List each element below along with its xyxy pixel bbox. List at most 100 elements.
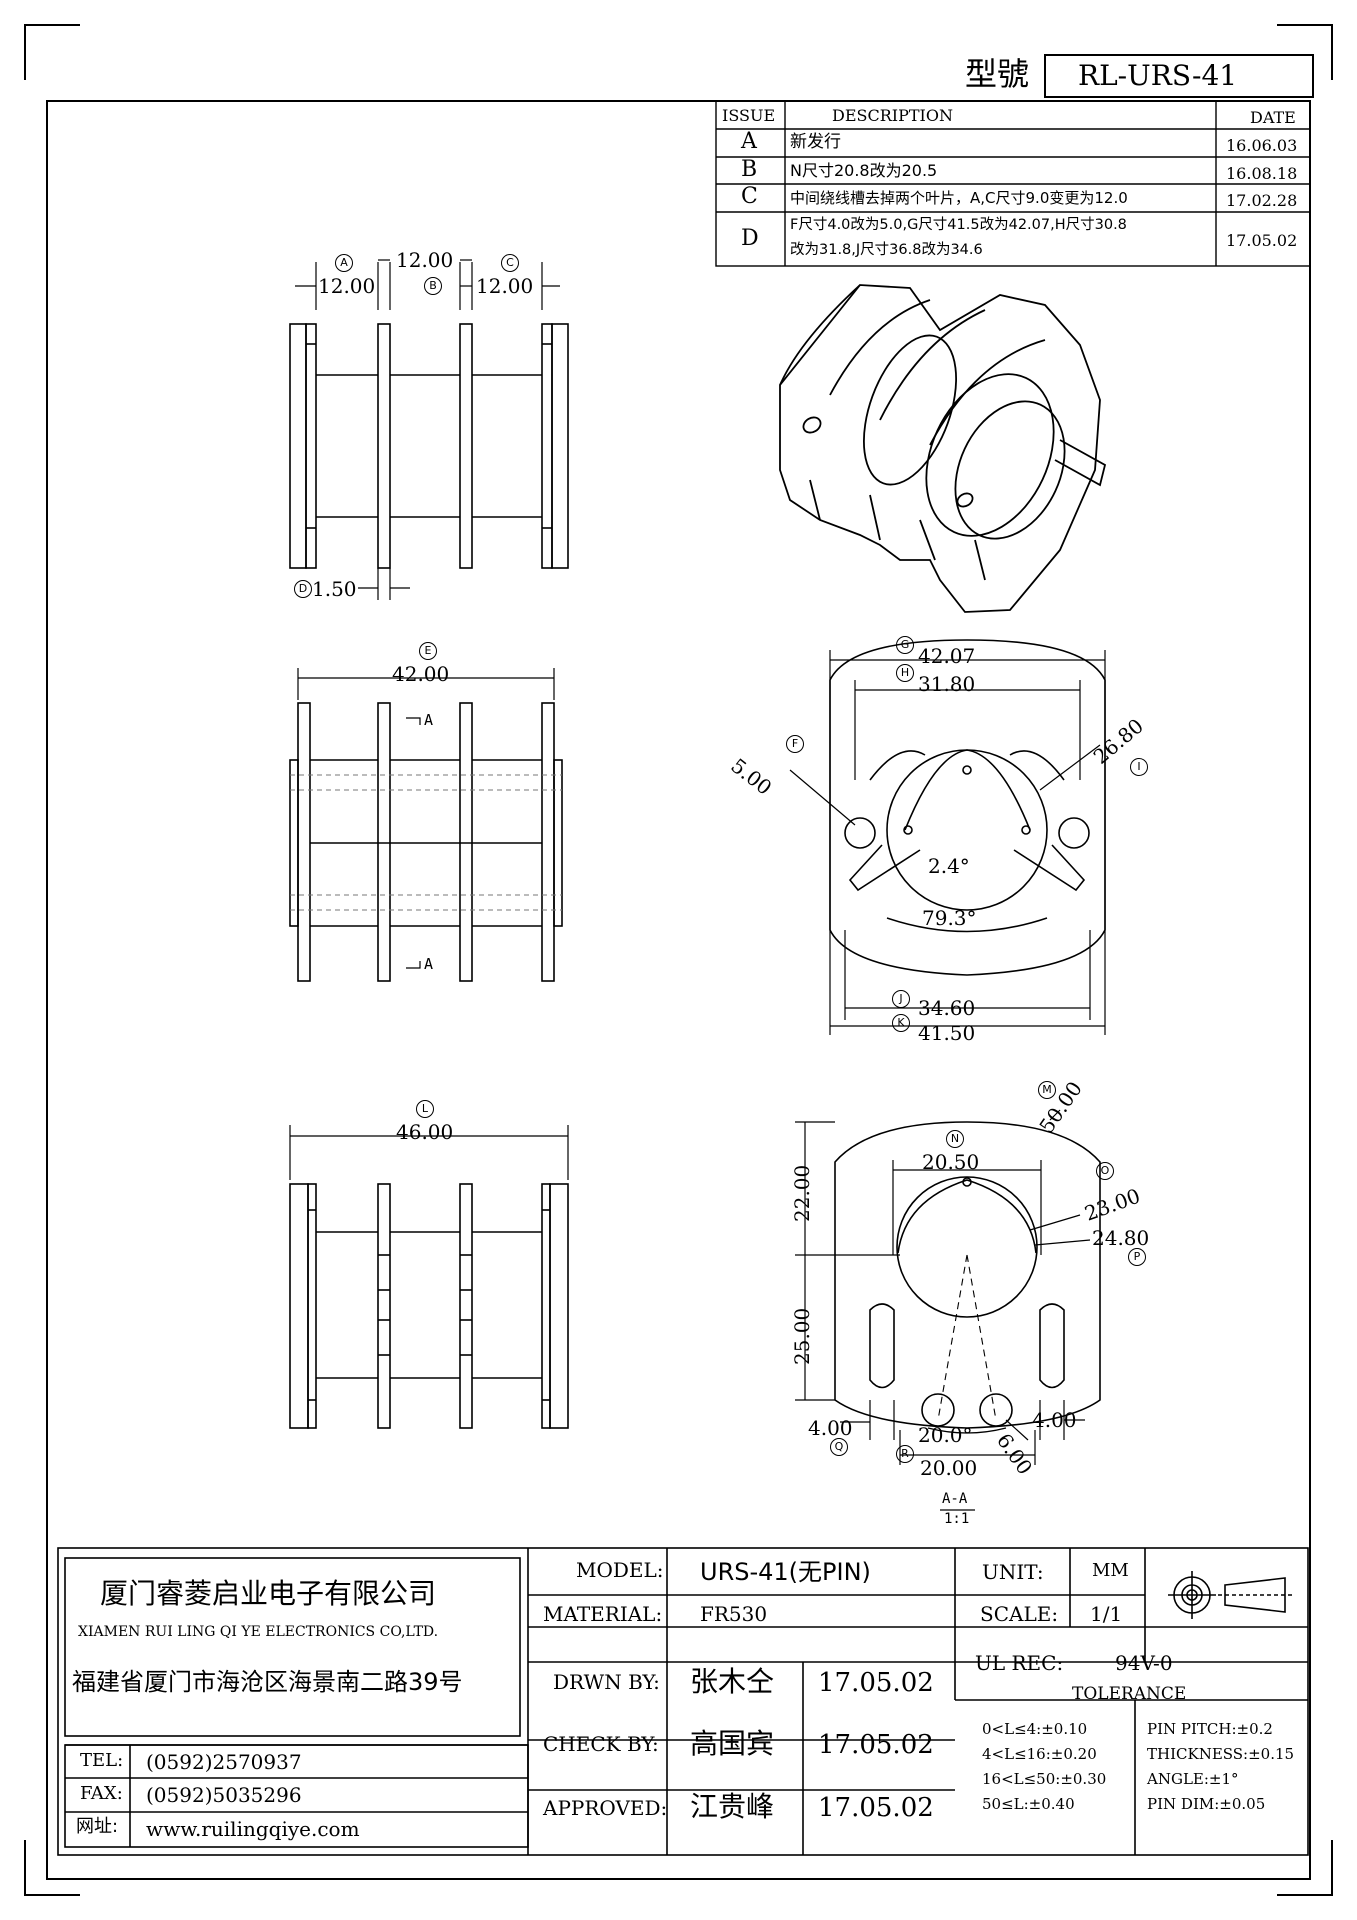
front-view-dims [789, 650, 1106, 1035]
fax-label: FAX: [80, 1783, 123, 1804]
angle-large: 79.3° [922, 906, 977, 930]
approved-by-name: 江贵峰 [690, 1790, 775, 1823]
balloon-d: D [294, 580, 312, 598]
rev-row-date: 16.06.03 [1226, 136, 1298, 155]
revision-table [715, 100, 1311, 267]
side-view-top-dims [295, 259, 560, 600]
dim-b: 12.00 [396, 248, 454, 272]
side-view-top [289, 323, 569, 569]
web-value: www.ruilingqiye.com [146, 1817, 360, 1841]
balloon-r: R [896, 1445, 914, 1463]
company-name-en: XIAMEN RUI LING QI YE ELECTRONICS CO,LTD… [78, 1624, 439, 1640]
corner-mark-tl [24, 24, 80, 80]
dim-p: 24.80 [1092, 1226, 1150, 1250]
scale-label: SCALE: [980, 1602, 1059, 1626]
dim-l: 46.00 [396, 1120, 454, 1144]
dim-j: 34.60 [918, 996, 976, 1020]
section-mark-bottom: A [424, 955, 434, 973]
approved-by-date: 17.05.02 [818, 1793, 934, 1823]
section-view [834, 1121, 1101, 1429]
check-by-label: CHECK BY: [543, 1732, 659, 1756]
balloon-c: C [501, 254, 519, 272]
balloon-q: Q [830, 1438, 848, 1456]
side-view-bottom-dims [289, 1125, 569, 1180]
scale-value: 1/1 [1090, 1602, 1123, 1626]
dim-d: 1.50 [312, 577, 357, 601]
isometric-view [779, 284, 1107, 613]
fax-value: (0592)5035296 [146, 1783, 302, 1807]
corner-mark-tr [1277, 24, 1333, 80]
rev-row-desc: 中间绕线槽去掉两个叶片，A,C尺寸9.0变更为12.0 [790, 189, 1128, 207]
dim-k: 41.50 [918, 1021, 976, 1045]
company-name-cn: 厦门睿菱启业电子有限公司 [100, 1577, 437, 1610]
side-view-middle-dims [297, 668, 555, 969]
dim-top-height: 22.00 [790, 1164, 814, 1222]
company-address: 福建省厦门市海沧区海景南二路39号 [72, 1668, 463, 1696]
tel-label: TEL: [80, 1750, 124, 1771]
rev-header-date: DATE [1250, 108, 1296, 127]
material-value: FR530 [700, 1602, 768, 1626]
section-mark-top: A [424, 711, 434, 729]
balloon-f: F [786, 735, 804, 753]
check-by-name: 高国宾 [690, 1727, 775, 1760]
rev-row-issue: D [741, 226, 759, 251]
model-field-value: URS-41(无PIN) [700, 1558, 871, 1586]
balloon-l: L [416, 1100, 434, 1118]
dim-e: 42.00 [392, 662, 450, 686]
rev-header-issue: ISSUE [722, 106, 776, 125]
model-number: RL-URS-41 [1078, 59, 1238, 92]
angle-pin: 20.0° [918, 1423, 973, 1447]
dim-r: 20.00 [920, 1456, 978, 1480]
section-label: A-A [942, 1491, 968, 1507]
rev-row-desc-line2: 改为31.8,J尺寸36.8改为34.6 [790, 242, 983, 258]
dim-a: 12.00 [318, 274, 376, 298]
rev-row-desc: F尺寸4.0改为5.0,G尺寸41.5改为42.07,H尺寸30.8 [790, 217, 1127, 233]
balloon-h: H [896, 664, 914, 682]
ul-rec-value: 94V-0 [1115, 1651, 1173, 1675]
web-label: 网址: [76, 1816, 119, 1837]
balloon-m: M [1038, 1081, 1056, 1099]
tolerance-row: 50≤L:±0.40 [982, 1795, 1075, 1813]
dim-c: 12.00 [476, 274, 534, 298]
rev-row-date: 17.02.28 [1226, 191, 1298, 210]
tolerance-row: 16<L≤50:±0.30 [982, 1770, 1107, 1788]
corner-mark-br [1277, 1840, 1333, 1896]
rev-row-issue: C [741, 184, 758, 209]
section-centerlines [937, 1254, 997, 1421]
balloon-g: G [896, 636, 914, 654]
rev-row-date: 17.05.02 [1226, 231, 1298, 250]
tolerance-row: ANGLE:±1° [1147, 1770, 1239, 1788]
drawn-by-label: DRWN BY: [553, 1670, 660, 1694]
balloon-i: I [1130, 758, 1148, 776]
angle-small: 2.4° [928, 854, 970, 878]
side-view-bottom [289, 1183, 569, 1429]
balloon-b: B [424, 277, 442, 295]
approved-label: APPROVED: [543, 1796, 668, 1820]
balloon-a: A [335, 254, 353, 272]
drawn-by-date: 17.05.02 [818, 1668, 934, 1698]
tolerance-row: THICKNESS:±0.15 [1147, 1745, 1295, 1763]
unit-label: UNIT: [982, 1560, 1044, 1584]
rev-row-date: 16.08.18 [1226, 164, 1298, 183]
balloon-j: J [892, 990, 910, 1008]
dim-g: 42.07 [918, 644, 976, 668]
drawn-by-name: 张木仝 [690, 1665, 775, 1698]
balloon-p: P [1128, 1248, 1146, 1266]
dim-bottom-height: 25.00 [790, 1307, 814, 1365]
side-view-middle [289, 702, 563, 982]
corner-mark-bl [24, 1840, 80, 1896]
main-border [46, 100, 1311, 1880]
balloon-k: K [892, 1014, 910, 1032]
rev-row-desc: N尺寸20.8改为20.5 [790, 161, 938, 180]
model-field-label: MODEL: [576, 1558, 664, 1582]
rev-row-issue: B [741, 157, 758, 182]
dim-h: 31.80 [918, 672, 976, 696]
tel-value: (0592)2570937 [146, 1750, 302, 1774]
balloon-e: E [419, 642, 437, 660]
rev-row-desc: 新发行 [790, 132, 841, 152]
check-by-date: 17.05.02 [818, 1730, 934, 1760]
dim-q: 4.00 [808, 1416, 853, 1440]
tolerance-row: 4<L≤16:±0.20 [982, 1745, 1097, 1763]
tolerance-label: TOLERANCE [1072, 1684, 1187, 1704]
